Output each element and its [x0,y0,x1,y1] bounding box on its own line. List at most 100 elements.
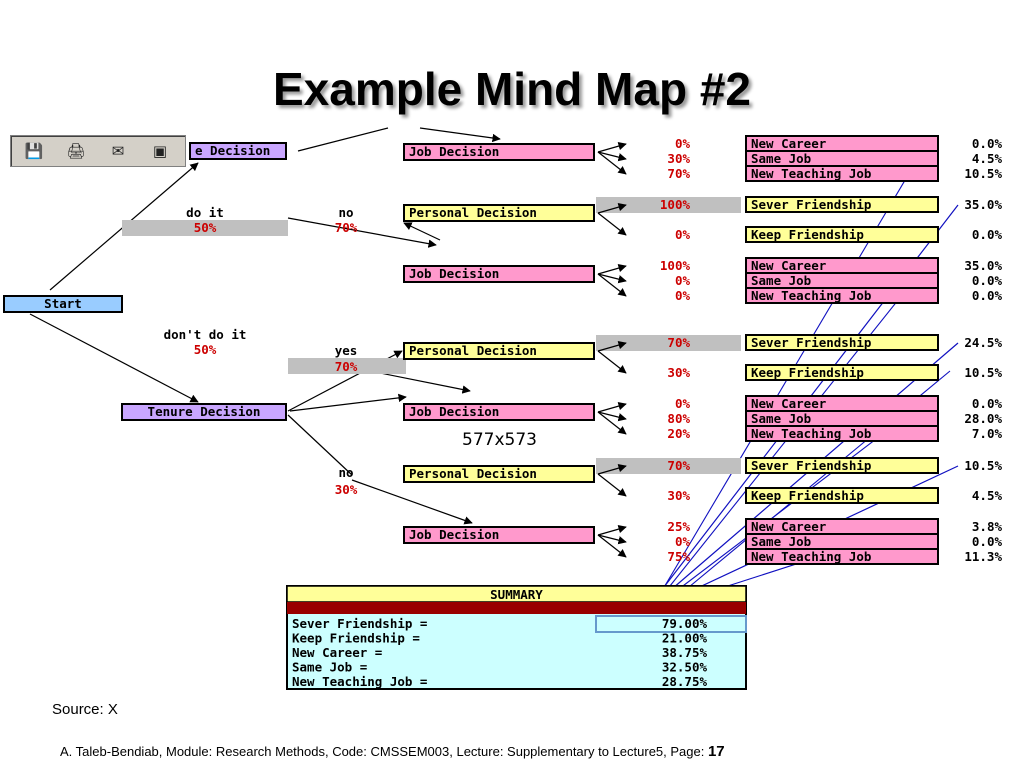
outcome-row-16: 0% Same Job 0.0% [597,533,1003,550]
outcome-row-6: 0% Same Job 0.0% [597,272,1003,289]
fork-arrow-8 [597,341,627,352]
mid-node-3-label: Personal Decision [409,343,537,358]
outcome-value-17: 11.3% [964,549,1002,564]
outcome-label-0: New Career [751,136,827,151]
outcome-pct-16: 0% [675,534,691,549]
summary-bar [287,602,746,614]
career-decision-node: e Decision [189,142,287,160]
mid-node-5: Personal Decision [403,465,595,483]
fork-arrow-6 [597,273,627,284]
summary-row-label-4: New Teaching Job = [292,674,427,689]
summary-row-label-2: New Career = [292,645,382,660]
branch-yes-label: yes [335,343,358,358]
outcome-pct-12: 20% [667,426,690,441]
outcome-pct-14: 30% [667,488,690,503]
fork-arrow-17 [597,534,627,558]
summary-row-value-4: 28.75% [662,674,708,689]
outcome-value-8: 24.5% [964,335,1002,350]
mid-node-0: Job Decision [403,143,595,161]
branch-yes-pct: 70% [335,359,358,374]
outcome-label-9: Keep Friendship [751,365,864,380]
mid-node-4-label: Job Decision [409,404,499,419]
mid-node-6: Job Decision [403,526,595,544]
fork-arrow-3 [597,203,627,214]
fork-arrow-16 [597,534,627,545]
tenure-decision-node-label: Tenure Decision [148,404,261,419]
outcome-label-16: Same Job [751,534,811,549]
outcome-box-13 [745,457,939,474]
connector-lines [29,127,501,525]
outcome-row-17: 75% New Teaching Job 11.3% [597,534,1002,565]
branch-no2-pct: 30% [335,482,358,497]
line-start-tenure [29,313,199,403]
fork-arrow-1 [597,151,627,162]
line-tenure-down [287,414,353,476]
outcome-highlight-3 [596,197,741,213]
outcome-pct-2: 70% [667,166,690,181]
outcome-label-17: New Teaching Job [751,549,871,564]
summary-row-value-2: 38.75% [662,645,708,660]
outcome-pct-7: 0% [675,288,691,303]
outcome-box-17 [745,548,939,565]
outcome-label-6: Same Job [751,273,811,288]
outcome-pct-5: 100% [660,258,691,273]
outcome-pct-9: 30% [667,365,690,380]
outcome-value-13: 10.5% [964,458,1002,473]
pointer-line-sever-1 [643,342,959,614]
summary-row-label-3: Same Job = [292,660,367,675]
outcome-box-2 [745,165,939,182]
outcome-value-15: 3.8% [972,519,1003,534]
outcome-value-4: 0.0% [972,227,1003,242]
line-yes-job [379,372,471,394]
mid-node-4-box [403,403,595,421]
outcome-highlight-13 [596,458,741,474]
outcome-box-7 [745,287,939,304]
toolbar: 💾 🖨 ✉ ▣ [10,135,186,167]
outcome-pct-1: 30% [667,151,690,166]
outcome-label-8: Sever Friendship [751,335,871,350]
printer-icon[interactable]: 🖨 [66,142,86,160]
outcome-label-12: New Teaching Job [751,426,871,441]
outcome-value-11: 28.0% [964,411,1002,426]
mid-node-6-label: Job Decision [409,527,499,542]
outcome-pct-11: 80% [667,411,690,426]
outcome-value-16: 0.0% [972,534,1003,549]
outcome-box-4 [745,226,939,243]
line-tenure-job [289,393,407,412]
mid-node-1-label: Personal Decision [409,205,537,220]
footer-text: A. Taleb-Bendiab, Module: Research Metho… [60,744,708,759]
outcome-label-14: Keep Friendship [751,488,864,503]
outcome-box-14 [745,487,939,504]
floppy-icon[interactable]: 💾 [24,142,44,160]
outcome-label-5: New Career [751,258,827,273]
outcome-label-13: Sever Friendship [751,458,871,473]
outcome-value-0: 0.0% [972,136,1003,151]
career-decision-node-label: e Decision [195,143,270,158]
mid-node-3: Personal Decision [403,342,595,360]
tenure-decision-node-box [121,403,287,421]
outcome-pct-6: 0% [675,273,691,288]
outcome-value-6: 0.0% [972,273,1003,288]
outcome-box-3 [745,196,939,213]
fork-arrow-15 [597,525,627,536]
summary-row-value-1: 21.00% [662,631,708,646]
outcome-label-10: New Career [751,396,827,411]
outcome-pct-17: 75% [667,549,690,564]
image-icon[interactable]: ▣ [152,142,168,160]
mail-icon[interactable]: ✉ [111,142,125,160]
fork-arrow-4 [597,212,627,236]
mid-node-2: Job Decision [403,265,595,283]
branch-do-it-label: do it [186,205,224,220]
fork-arrow-9 [597,350,627,374]
mid-node-2-box [403,265,595,283]
line-top-job [419,127,501,143]
mid-node-5-box [403,465,595,483]
fork-arrow-7 [597,273,627,297]
